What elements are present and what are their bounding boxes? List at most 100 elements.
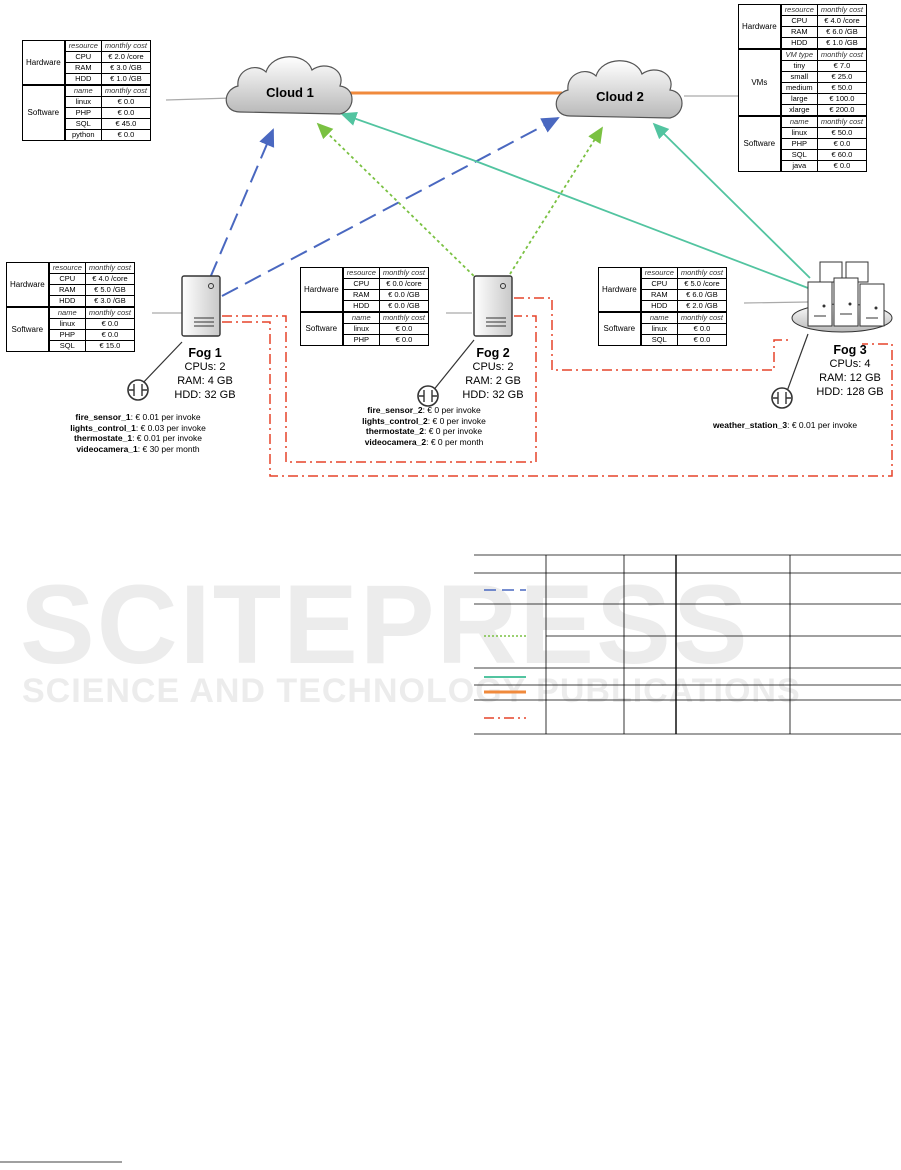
table-column-header: name [342, 311, 380, 324]
table-item-cell: SQL [780, 149, 818, 161]
table-item-cell: RAM [640, 289, 678, 301]
table-column-header: VM type [780, 48, 818, 61]
table-cost-cell: € 1.0 /GB [100, 73, 151, 86]
table-row: RAM€ 5.0 /GB [7, 284, 135, 296]
table-category-cell: Hardware [597, 267, 642, 313]
table-item-cell: tiny [780, 60, 818, 72]
cloud1-label: Cloud 1 [266, 85, 314, 100]
table-row: large€ 100.0 [739, 93, 867, 105]
table-column-header: monthly cost [378, 267, 429, 279]
thing-item: videocamera_2: € 0 per month [364, 436, 484, 447]
table-category-cell: Software [597, 311, 642, 346]
table-cost-cell: € 0.0 [100, 129, 151, 141]
table-row: CPU€ 4.0 /core [739, 15, 867, 27]
table-item-cell: RAM [780, 26, 818, 38]
fog2-hdd: HDD: 32 GB [462, 389, 524, 401]
table-item-cell: CPU [342, 278, 380, 290]
table-row: linux€ 50.0 [739, 127, 867, 139]
fog2-iot-device-icon [417, 385, 439, 407]
table-cost-cell: € 0.0 [84, 318, 135, 330]
table-row: SQL€ 0.0 [599, 334, 727, 346]
link-fog1-cloud1 [209, 128, 275, 279]
table-column-header: monthly cost [100, 40, 151, 52]
table-row: small€ 25.0 [739, 71, 867, 83]
table-cost-cell: € 0.0 [816, 138, 867, 150]
link-fog1-fog3 [222, 321, 893, 477]
table-cost-cell: € 0.0 [100, 107, 151, 119]
table-item-cell: small [780, 71, 818, 83]
thing-item: fire_sensor_1: € 0.01 per invoke [75, 412, 201, 422]
table-cost-cell: € 0.0 /GB [378, 289, 429, 301]
thing-item: videocamera_1: € 30 per month [76, 443, 200, 454]
thing-item: weather_station_3: € 0.01 per invoke [712, 420, 858, 430]
table-item-cell: linux [64, 96, 102, 108]
table-item-cell: HDD [48, 295, 86, 308]
table-row: SQL€ 15.0 [7, 340, 135, 352]
table-item-cell: PHP [48, 329, 86, 341]
fog2-ram: RAM: 2 GB [465, 375, 521, 387]
table-item-cell: xlarge [780, 104, 818, 117]
fog2-server-icon [473, 275, 513, 337]
fog1-ram: RAM: 4 GB [177, 375, 233, 387]
table-column-header: resource [780, 4, 818, 16]
table-row: RAM€ 0.0 /GB [301, 289, 429, 301]
table-column-header: monthly cost [378, 311, 429, 324]
table-column-header: resource [640, 267, 678, 279]
table-row: CPU€ 5.0 /core [599, 278, 727, 290]
table-column-header: monthly cost [100, 84, 151, 97]
fog3-table-connector [743, 301, 809, 304]
table-row: java€ 0.0 [739, 160, 867, 172]
table-column-header: monthly cost [84, 306, 135, 319]
table-column-header: name [48, 306, 86, 319]
link-fog3-cloud2 [652, 122, 811, 279]
table-row: RAM€ 3.0 /GB [23, 62, 151, 74]
cloud1-icon [225, 56, 353, 115]
thing-item: lights_control_1: € 0.03 per invoke [70, 422, 206, 433]
table-column-header: monthly cost [816, 4, 867, 16]
fog2-things-costs: fire_sensor_2: € 0 per invoke lights_con… [334, 405, 514, 447]
table-item-cell: HDD [64, 73, 102, 86]
table-item-cell: HDD [342, 300, 380, 313]
table-item-cell: SQL [64, 118, 102, 130]
table-column-header: monthly cost [676, 311, 727, 324]
fog3-ram: RAM: 12 GB [819, 372, 881, 384]
fog2-name: Fog 2 [476, 346, 510, 360]
fog1-hdd: HDD: 32 GB [174, 389, 236, 401]
fog3-hdd: HDD: 128 GB [816, 386, 884, 398]
fog1-cpus: CPUs: 2 [184, 361, 226, 373]
table-cost-cell: € 5.0 /core [676, 278, 727, 290]
fog3-iot-device-icon [771, 387, 793, 409]
table-item-cell: large [780, 93, 818, 105]
table-column-header: monthly cost [816, 115, 867, 128]
table-row: PHP€ 0.0 [301, 334, 429, 346]
link-fog2-fog3 [514, 297, 792, 371]
fog3-label: Fog 3 CPUs: 4 RAM: 12 GB HDD: 128 GB [800, 343, 900, 399]
table-item-cell: RAM [342, 289, 380, 301]
table-cost-cell: € 50.0 [816, 82, 867, 94]
table-cost-cell: € 15.0 [84, 340, 135, 352]
table-row: RAM€ 6.0 /GB [599, 289, 727, 301]
table-cost-cell: € 0.0 [816, 160, 867, 172]
table-cost-cell: € 0.0 /GB [378, 300, 429, 313]
table-column-header: monthly cost [816, 48, 867, 61]
thing-item: lights_control_2: € 0 per invoke [362, 415, 486, 426]
table-item-cell: HDD [640, 300, 678, 313]
link-fog1-cloud2 [221, 117, 560, 297]
table-row: RAM€ 6.0 /GB [739, 26, 867, 38]
table-cost-cell: € 2.0 /core [100, 51, 151, 63]
table-column-header: resource [342, 267, 380, 279]
fog1-label: Fog 1 CPUs: 2 RAM: 4 GB HDD: 32 GB [160, 346, 250, 402]
fog1-server-icon [181, 275, 221, 337]
table-cost-cell: € 60.0 [816, 149, 867, 161]
link-fog2-cloud2 [509, 126, 603, 275]
thing-item: fire_sensor_2: € 0 per invoke [367, 405, 481, 415]
table-item-cell: linux [48, 318, 86, 330]
